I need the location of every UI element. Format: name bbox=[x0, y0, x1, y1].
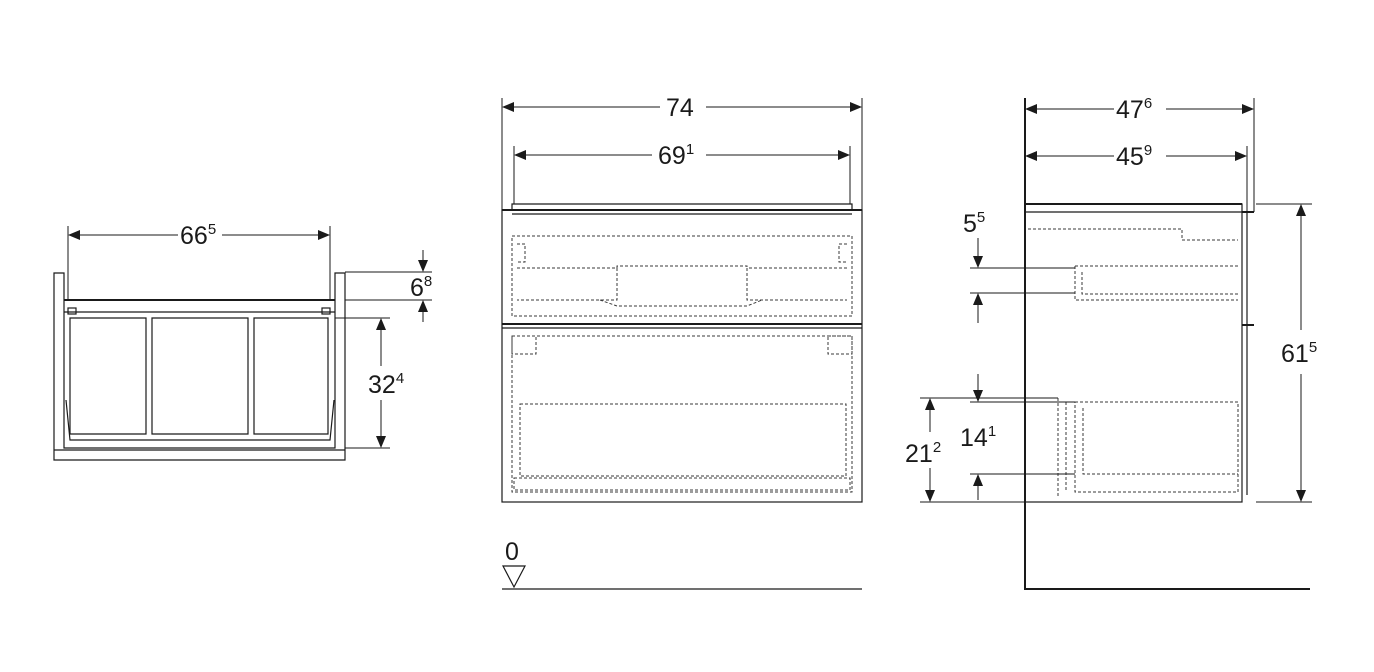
front-upper-hinge-right bbox=[838, 243, 847, 263]
plan-inner-curve bbox=[65, 399, 335, 441]
front-lower-hinge-right bbox=[827, 335, 853, 355]
dim-front-inner: 691 bbox=[658, 141, 694, 170]
arrowhead bbox=[850, 102, 862, 112]
arrowhead bbox=[418, 260, 428, 272]
arrowhead bbox=[376, 318, 386, 330]
arrowhead bbox=[973, 390, 983, 402]
side-view: 476 459 55 615 212 bbox=[905, 95, 1317, 590]
arrowhead bbox=[502, 102, 514, 112]
plan-bracket-right bbox=[321, 307, 331, 315]
front-lower-hinge-left bbox=[511, 335, 537, 355]
arrowhead bbox=[1025, 151, 1037, 161]
arrowhead bbox=[376, 436, 386, 448]
arrowhead bbox=[925, 490, 935, 502]
arrowhead bbox=[838, 150, 850, 160]
plan-outline bbox=[53, 272, 346, 461]
dim-side-top: 55 bbox=[963, 209, 985, 238]
front-body bbox=[501, 209, 863, 503]
arrowhead bbox=[418, 300, 428, 312]
plan-compartment-middle bbox=[151, 317, 249, 435]
dim-side-lower: 212 bbox=[905, 439, 941, 468]
front-lower-drawer-hidden bbox=[511, 335, 853, 493]
front-view: 74 691 0 bbox=[501, 94, 863, 590]
arrowhead bbox=[1296, 490, 1306, 502]
arrowhead bbox=[68, 230, 80, 240]
front-siphon-cutout bbox=[599, 299, 763, 307]
plan-compartment-left bbox=[69, 317, 147, 435]
front-upper-drawer-hidden bbox=[511, 235, 853, 317]
arrowhead bbox=[1296, 204, 1306, 216]
front-lower-base bbox=[513, 477, 851, 491]
plan-bracket-left bbox=[67, 307, 77, 315]
arrowhead bbox=[1242, 104, 1254, 114]
side-body bbox=[1024, 203, 1243, 503]
dim-side-inner: 459 bbox=[1116, 142, 1152, 171]
front-worktop bbox=[511, 203, 853, 210]
side-lower-drawer-hidden bbox=[1074, 401, 1239, 493]
level-marker-icon bbox=[502, 565, 526, 589]
dim-left-top: 68 bbox=[410, 273, 432, 302]
dim-floor-level: 0 bbox=[505, 538, 519, 566]
arrowhead bbox=[1025, 104, 1037, 114]
side-upper-hidden-top bbox=[1028, 228, 1238, 241]
dim-side-drawer: 141 bbox=[960, 423, 996, 452]
arrowhead bbox=[318, 230, 330, 240]
side-upper-drawer-hidden bbox=[1074, 265, 1238, 301]
plan-compartment-right bbox=[253, 317, 329, 435]
arrowhead bbox=[925, 398, 935, 410]
front-upper-siphon-top bbox=[616, 265, 748, 268]
dim-front-outer: 74 bbox=[666, 94, 694, 122]
arrowhead bbox=[973, 293, 983, 305]
front-upper-hinge-left bbox=[517, 243, 526, 263]
arrowhead bbox=[1235, 151, 1247, 161]
plan-view: 665 68 324 bbox=[53, 221, 432, 461]
side-siphon-hidden bbox=[1057, 398, 1067, 496]
dim-left-width: 665 bbox=[180, 221, 216, 250]
front-upper-right-box bbox=[746, 267, 847, 301]
wall-and-floor bbox=[1024, 98, 1310, 590]
side-lower-inner-hidden bbox=[1082, 408, 1238, 475]
dim-side-outer: 476 bbox=[1116, 95, 1152, 124]
dim-side-height: 615 bbox=[1281, 339, 1317, 368]
front-upper-left-box bbox=[517, 267, 618, 301]
arrowhead bbox=[514, 150, 526, 160]
dim-left-height: 324 bbox=[368, 370, 404, 399]
front-lower-inner-box bbox=[519, 403, 847, 477]
arrowhead bbox=[973, 256, 983, 268]
arrowhead bbox=[973, 474, 983, 486]
